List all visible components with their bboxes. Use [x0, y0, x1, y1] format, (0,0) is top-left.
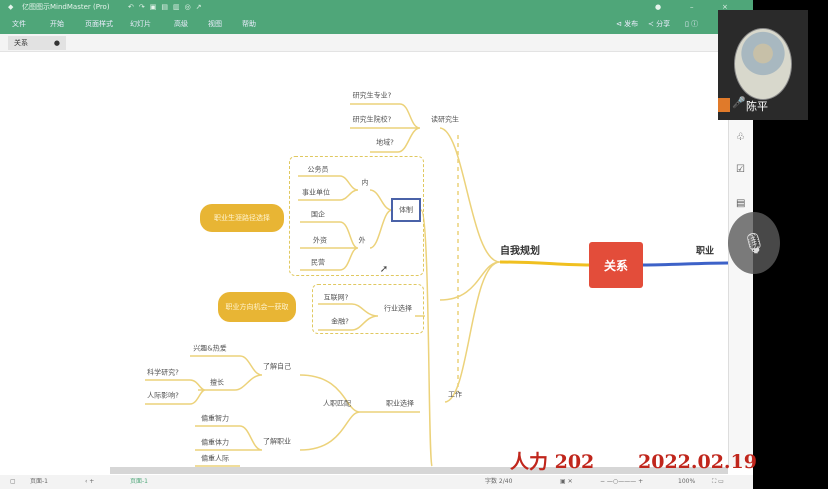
fullscreen-icon[interactable]: ⛶ ▭: [712, 478, 724, 485]
tab-close-icon[interactable]: ●: [53, 39, 60, 47]
menu-page-style[interactable]: 页面样式: [85, 20, 113, 28]
mic-muted-icon: 🎙: [741, 231, 767, 255]
node-inside[interactable]: 内: [361, 178, 369, 187]
boundary-industry: [312, 284, 424, 334]
central-topic[interactable]: 关系: [589, 242, 643, 288]
node-study-major[interactable]: 研究生专业?: [352, 91, 392, 100]
publish-label: 发布: [624, 20, 639, 28]
node-know-self[interactable]: 了解自己: [263, 362, 291, 371]
mindmap-canvas[interactable]: 自我规划 关系 职业 研究生专业? 研究生院校? 地域? 读研究生 公务员 事业…: [0, 52, 728, 467]
minimize-button[interactable]: –: [690, 3, 694, 11]
node-study-region[interactable]: 地域?: [376, 138, 394, 147]
participant-name: 陈平: [746, 100, 768, 113]
node-know-job[interactable]: 了解职业: [263, 437, 291, 446]
status-bar: ▢ 页面-1 ‹ + 页面-1 字数 2/40 ▣ ✕ − —○——— + 10…: [0, 475, 753, 489]
window-title: 亿图图示MindMaster (Pro): [22, 3, 110, 11]
node-foreign[interactable]: 外资: [313, 236, 327, 245]
node-work[interactable]: 工作: [448, 390, 462, 399]
boundary-system: [289, 156, 424, 276]
zoom-level[interactable]: 100%: [678, 478, 696, 485]
node-strengths[interactable]: 擅长: [210, 378, 224, 387]
participant-video: [734, 28, 792, 100]
mouse-cursor-icon: ➚: [379, 264, 389, 275]
page-tab[interactable]: 页面-1: [130, 478, 148, 485]
node-career[interactable]: 职业: [695, 246, 715, 257]
node-civil-servant[interactable]: 公务员: [307, 165, 329, 174]
node-finance[interactable]: 金融?: [331, 317, 349, 326]
mic-on-icon: 🎤: [732, 96, 746, 109]
node-public-institution[interactable]: 事业单位: [302, 188, 330, 197]
node-influence[interactable]: 人际影响?: [147, 391, 179, 400]
horizontal-scrollbar[interactable]: [110, 467, 728, 474]
watermark-text: 人力 202: [510, 451, 595, 473]
page-selector[interactable]: 页面-1: [30, 478, 48, 485]
mute-button[interactable]: 🎙: [728, 212, 780, 274]
tab-relationship[interactable]: 关系 ●: [8, 36, 66, 50]
user-avatar-icon[interactable]: ●: [655, 3, 662, 11]
app-logo-icon: ◆: [8, 3, 14, 11]
host-icon: [718, 98, 730, 112]
node-self-planning[interactable]: 自我规划: [500, 246, 540, 257]
callout-career-path[interactable]: 职业生涯路径选择: [200, 204, 284, 232]
node-intellect[interactable]: 偏重智力: [201, 414, 229, 423]
menu-help[interactable]: 帮助: [242, 20, 256, 28]
document-tabs: 关系 ●: [0, 34, 753, 52]
menu-start[interactable]: 开始: [50, 20, 64, 28]
node-career-choice[interactable]: 职业选择: [386, 399, 414, 408]
tab-label: 关系: [14, 39, 28, 47]
menu-view[interactable]: 视图: [208, 20, 222, 28]
node-system-selected[interactable]: 体制: [391, 198, 421, 222]
page-icon[interactable]: ▢: [10, 478, 16, 485]
fit-icon[interactable]: ▣ ✕: [560, 478, 573, 485]
task-icon[interactable]: ☑: [736, 164, 745, 175]
node-research[interactable]: 科学研究?: [147, 368, 179, 377]
zoom-slider[interactable]: − —○——— +: [600, 478, 644, 485]
share-label: 分享: [656, 20, 671, 28]
node-person-job-match[interactable]: 人职匹配: [323, 399, 351, 408]
node-private[interactable]: 民营: [311, 258, 325, 267]
watermark-date: 2022.02.19: [638, 451, 757, 473]
title-bar: ◆ 亿图图示MindMaster (Pro) ↶↷▣▤▥◎↗ ● – ×: [0, 0, 753, 14]
node-interest[interactable]: 兴趣&热爱: [193, 344, 227, 353]
mindmaster-window: ◆ 亿图图示MindMaster (Pro) ↶↷▣▤▥◎↗ ● – × 文件 …: [0, 0, 753, 489]
help-icon[interactable]: ▯ ⓘ: [685, 20, 699, 28]
menu-file[interactable]: 文件: [12, 20, 26, 28]
style-icon[interactable]: ♧: [736, 132, 745, 143]
node-interpersonal[interactable]: 偏重人际: [201, 454, 229, 463]
word-count: 字数 2/40: [485, 478, 513, 485]
publish-button[interactable]: ⊲ 发布: [616, 20, 639, 28]
share-button[interactable]: ≺ 分享: [648, 20, 671, 28]
close-button[interactable]: ×: [722, 3, 728, 11]
outline-icon[interactable]: ▤: [736, 198, 746, 209]
node-state-owned[interactable]: 国企: [311, 210, 325, 219]
node-outside[interactable]: 外: [358, 236, 366, 245]
quick-access-icons[interactable]: ↶↷▣▤▥◎↗: [128, 3, 207, 11]
add-page-button[interactable]: ‹ +: [85, 478, 95, 485]
node-internet[interactable]: 互联网?: [323, 293, 349, 302]
callout-career-opportunity[interactable]: 职业方向机会一获取: [218, 292, 296, 322]
video-panel: 🎤 陈平: [718, 10, 808, 120]
menu-advanced[interactable]: 高级: [174, 20, 188, 28]
node-industry-choice[interactable]: 行业选择: [384, 304, 412, 313]
node-study-school[interactable]: 研究生院校?: [352, 115, 392, 124]
menu-slides[interactable]: 幻灯片: [130, 20, 151, 28]
menu-bar: 文件 开始 页面样式 幻灯片 高级 视图 帮助 ⊲ 发布 ≺ 分享 ▯ ⓘ: [0, 14, 753, 34]
node-physical[interactable]: 偏重体力: [201, 438, 229, 447]
node-graduate-study[interactable]: 读研究生: [431, 115, 459, 124]
